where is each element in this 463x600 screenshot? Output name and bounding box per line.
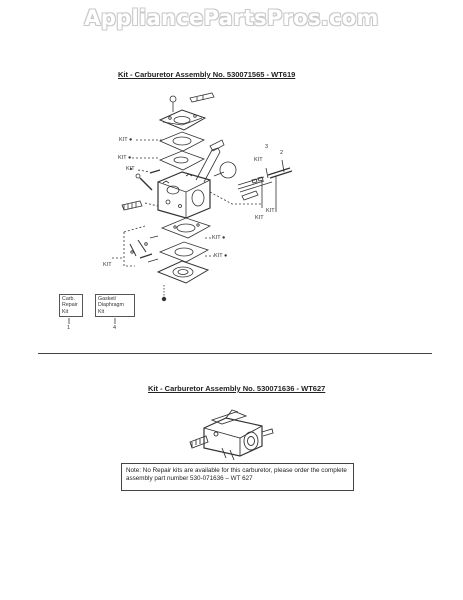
legend-line: Gasket/ (98, 296, 117, 302)
legend-carb-repair-kit: Carb. Repair Kit (59, 294, 83, 317)
part-number-3: 3 (265, 144, 269, 150)
legend-line: Kit (98, 308, 105, 315)
kit-callout: KIT (126, 166, 135, 172)
kit-callout: KIT ● (214, 253, 228, 259)
legend-number: 1 (67, 325, 71, 331)
part-number-2: 2 (280, 150, 284, 156)
legend-line: Diaphragm (98, 302, 124, 309)
legend-gasket-diaphragm-kit: Gasket/ Diaphragm Kit (95, 294, 135, 317)
kit-callout: KIT ● (118, 155, 132, 161)
section2-title: Kit - Carburetor Assembly No. 530071636 … (148, 384, 326, 393)
kit-callout: KIT ● (212, 235, 226, 241)
kit-callout: KIT (255, 215, 264, 221)
section-divider (38, 353, 432, 354)
legend-number: 4 (113, 325, 117, 331)
kit-callout: KIT (103, 262, 112, 268)
section1-title: Kit - Carburetor Assembly No. 530071565 … (118, 70, 296, 79)
no-repair-kits-note: Note: No Repair kits are available for t… (121, 463, 354, 491)
legend-line: Carb. (62, 296, 75, 302)
kit-callout: KIT (254, 157, 263, 163)
kit-callout: KIT ● (119, 137, 133, 143)
legend-line: Repair (62, 302, 78, 309)
site-watermark: AppliancePartsPros.com (84, 6, 379, 30)
kit-callout: KIT (266, 208, 275, 214)
legend-line: Kit (62, 308, 69, 315)
